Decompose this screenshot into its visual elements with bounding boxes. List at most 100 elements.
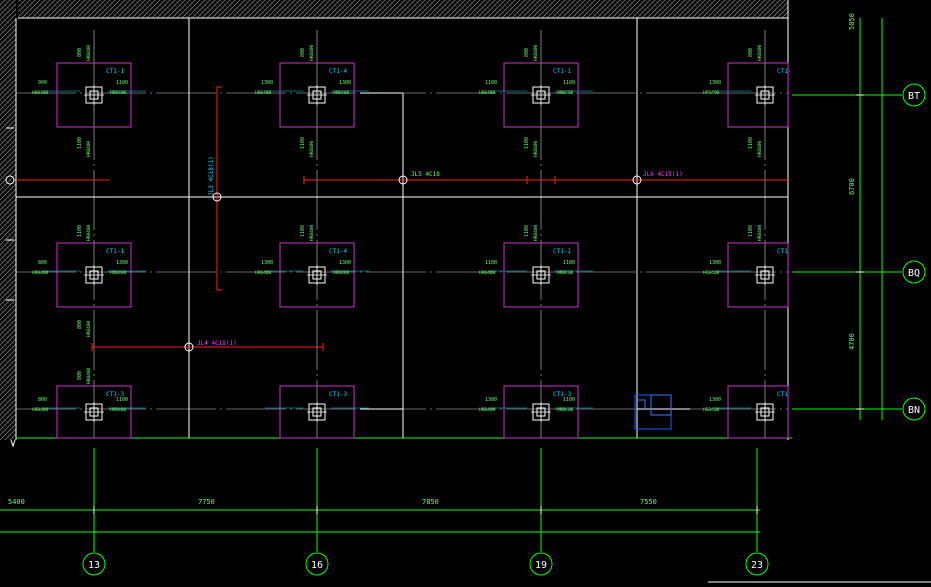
cap-outline	[727, 242, 789, 308]
dim-left: 800	[38, 260, 47, 266]
row-bubble-bt[interactable]: BT	[902, 83, 926, 107]
dim-top: 800	[748, 48, 754, 57]
dim-top: 800	[524, 48, 530, 57]
rebar-right: HRB400	[110, 270, 127, 276]
rebar-top: HRB400	[309, 224, 315, 241]
rebar-right: HRB400	[110, 90, 127, 96]
rebar-top: HRB400	[86, 367, 92, 384]
col-bubble-19[interactable]: 19	[529, 552, 553, 576]
svg-text:13: 13	[88, 560, 100, 571]
rebar-top: HRB400	[533, 224, 539, 241]
cap-outline	[279, 242, 355, 308]
row-bubble-bq[interactable]: BQ	[902, 260, 926, 284]
dim-left: 1300	[261, 260, 273, 266]
cap-label: CT1	[777, 248, 788, 255]
red-beams	[16, 86, 788, 351]
pile-cap-row2-4[interactable]	[713, 242, 789, 308]
rebar-bottom: HRB400	[86, 320, 92, 337]
rebar-bottom: HRB400	[757, 140, 763, 157]
rebar-left: HRB400	[479, 90, 496, 96]
row-bubble-bn[interactable]: BN	[902, 397, 926, 421]
rebar-left: HRB400	[703, 270, 720, 276]
right-axis-lines	[792, 18, 902, 420]
ucs-icon	[10, 439, 16, 448]
dim-top: 1100	[300, 225, 306, 237]
dim-right-1: 5050	[848, 13, 856, 30]
cap-label: CT1-4	[329, 68, 347, 75]
dim-bottom: 800	[77, 320, 83, 329]
dim-right: 1300	[339, 80, 351, 86]
dim-top: 1100	[748, 225, 754, 237]
pile-cap-row3-4[interactable]	[713, 385, 789, 439]
pile-cap-row1-1[interactable]	[42, 62, 146, 128]
cap-outline	[727, 62, 789, 128]
dim-bottom: 1100	[748, 137, 754, 149]
pile-cap-row2-3[interactable]	[489, 242, 593, 308]
dim-right: 1100	[563, 397, 575, 403]
rebar-left: HRB400	[255, 270, 272, 276]
dim-bottom: 1100	[300, 137, 306, 149]
selection-cursor[interactable]	[634, 394, 672, 430]
dim-right-3: 4700	[848, 333, 856, 350]
dim-right: 1100	[563, 80, 575, 86]
dim-top: 800	[77, 48, 83, 57]
pile-cap-row3-2[interactable]	[265, 385, 369, 439]
rebar-top: HRB400	[533, 44, 539, 61]
col-bubble-13[interactable]: 13	[82, 552, 106, 576]
rebar-right: HRB400	[333, 90, 350, 96]
dim-left: 1300	[709, 80, 721, 86]
cap-outline	[279, 62, 355, 128]
dim-right: 1100	[563, 260, 575, 266]
rebar-bottom: HRB400	[309, 140, 315, 157]
rebar-top: HRB400	[86, 224, 92, 241]
col-bubble-23[interactable]: 23	[745, 552, 769, 576]
rebar-left: HRB400	[32, 270, 49, 276]
cap-outline	[56, 242, 132, 308]
svg-text:BQ: BQ	[908, 268, 920, 279]
svg-text:BN: BN	[908, 405, 920, 416]
dim-left: 1100	[485, 80, 497, 86]
col-bubble-16[interactable]: 16	[305, 552, 329, 576]
dim-right: 1100	[116, 397, 128, 403]
cap-label: CT1-1	[106, 68, 124, 75]
rebar-top: HRB400	[309, 44, 315, 61]
svg-text:19: 19	[535, 560, 547, 571]
svg-text:16: 16	[311, 560, 323, 571]
cap-label: CT1-3	[106, 391, 124, 398]
rebar-left: HRB400	[32, 90, 49, 96]
pile-cap-row3-1[interactable]	[42, 385, 146, 439]
dim-right: 1300	[339, 260, 351, 266]
bottom-ticks	[93, 506, 758, 514]
pile-cap-row1-3[interactable]	[489, 62, 593, 128]
cap-label: CT1	[777, 391, 788, 398]
beam-label-jl5: JL5 4C18	[411, 171, 440, 178]
right-ticks	[856, 94, 864, 410]
rebar-bottom: HRB400	[86, 140, 92, 157]
dim-top: 800	[77, 371, 83, 380]
rebar-left: HRB400	[703, 90, 720, 96]
dim-bottom-1: 5400	[8, 498, 25, 506]
beam-label-jl3: JL3 4C18(1)	[208, 156, 215, 196]
rebar-right: HRB400	[110, 407, 127, 413]
dim-bottom-3: 7850	[422, 498, 439, 506]
beam-label-jl6: JL6 4C18(1)	[643, 171, 683, 178]
cap-outline	[56, 385, 132, 439]
dim-left: 1300	[709, 397, 721, 403]
dim-bottom: 1100	[524, 137, 530, 149]
pile-cap-row1-4[interactable]	[713, 62, 789, 128]
rebar-top: HRB400	[757, 44, 763, 61]
pile-cap-row3-3[interactable]	[489, 385, 593, 439]
pile-cap-row2-2[interactable]	[265, 242, 369, 308]
pile-cap-row1-2[interactable]	[265, 62, 369, 128]
pile-cap-row2-1[interactable]	[42, 242, 146, 308]
cap-label: CT1-1	[553, 248, 571, 255]
rebar-right: HRB400	[333, 270, 350, 276]
dim-top: 800	[300, 48, 306, 57]
dim-right: 1300	[116, 260, 128, 266]
dim-top: 1100	[77, 225, 83, 237]
rebar-top: HRB400	[757, 224, 763, 241]
cap-label: CT1-3	[553, 391, 571, 398]
cap-outline	[56, 62, 132, 128]
cap-outline	[279, 385, 355, 439]
